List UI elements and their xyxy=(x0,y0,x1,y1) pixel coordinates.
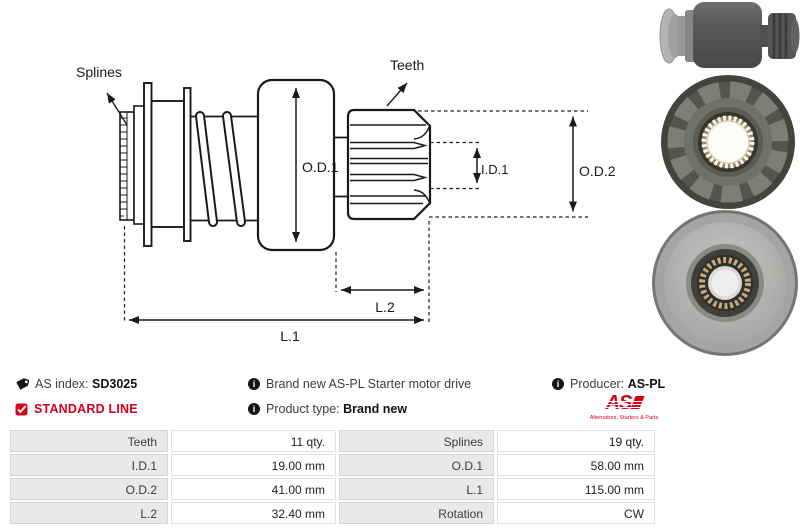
as-index-label: AS index: xyxy=(35,377,89,391)
producer-value: AS-PL xyxy=(627,377,666,391)
spec-label-od2: O.D.2 xyxy=(10,478,168,500)
dim-label-id1: I.D.1 xyxy=(481,162,508,177)
product-photo-gear-front[interactable] xyxy=(661,75,795,209)
spec-label-id1: I.D.1 xyxy=(10,454,168,476)
producer: Producer: AS-PL xyxy=(552,376,665,392)
as-pl-logo-mark: AS xyxy=(603,392,646,414)
product-photo-rear[interactable] xyxy=(652,210,798,356)
product-photo-side[interactable] xyxy=(659,2,800,68)
info-icon xyxy=(248,378,260,390)
standard-line-label: STANDARD LINE xyxy=(34,402,138,416)
producer-label: Producer: xyxy=(570,377,625,391)
product-photos xyxy=(652,2,800,356)
spec-label-od1: O.D.1 xyxy=(339,454,494,476)
product-type-value: Brand new xyxy=(343,402,408,416)
dim-label-l2: L.2 xyxy=(375,299,395,315)
product-type: Product type: Brand new xyxy=(248,401,407,417)
product-description: Brand new AS-PL Starter motor drive xyxy=(248,376,471,392)
spec-value-od2: 41.00 mm xyxy=(171,478,336,500)
info-icon xyxy=(248,403,260,415)
spec-value-l2: 32.40 mm xyxy=(171,502,336,524)
producer-text: Producer: AS-PL xyxy=(570,377,665,391)
spec-label-splines: Splines xyxy=(339,430,494,452)
standard-line-badge: STANDARD LINE xyxy=(15,401,138,417)
dimension-lines xyxy=(106,82,588,324)
spec-label-teeth: Teeth xyxy=(10,430,168,452)
spec-label-l1: L.1 xyxy=(339,478,494,500)
pinion-gear-outline xyxy=(346,108,432,221)
checkbox-checked-icon xyxy=(15,403,28,415)
spec-value-id1: 19.00 mm xyxy=(171,454,336,476)
dim-label-od2: O.D.2 xyxy=(579,163,616,179)
spec-table: Teeth 11 qty. Splines 19 qty. I.D.1 19.0… xyxy=(10,430,655,524)
info-icon xyxy=(552,378,564,390)
spec-label-rotation: Rotation xyxy=(339,502,494,524)
spec-value-teeth: 11 qty. xyxy=(171,430,336,452)
product-description-text: Brand new AS-PL Starter motor drive xyxy=(266,377,472,391)
logo-flag-icon xyxy=(630,396,646,409)
product-type-text: Product type: Brand new xyxy=(266,402,407,416)
dim-label-teeth: Teeth xyxy=(390,57,424,73)
logo-tagline: Alternators, Starters & Parts xyxy=(589,415,659,421)
spec-value-l1: 115.00 mm xyxy=(497,478,655,500)
spec-value-rotation: CW xyxy=(497,502,655,524)
dim-label-od1: O.D.1 xyxy=(302,159,339,175)
dimension-labels: Splines Teeth O.D.1 I.D.1 O.D.2 L.2 L.1 xyxy=(76,57,616,344)
dim-label-l1: L.1 xyxy=(280,328,300,344)
spec-label-l2: L.2 xyxy=(10,502,168,524)
drive-body-outline xyxy=(119,78,348,252)
logo-text: AS xyxy=(605,392,633,414)
as-pl-logo: AS Alternators, Starters & Parts xyxy=(586,392,662,421)
tag-icon xyxy=(16,378,29,390)
technical-drawing: Splines Teeth O.D.1 I.D.1 O.D.2 L.2 L.1 xyxy=(76,57,616,344)
spec-value-od1: 58.00 mm xyxy=(497,454,655,476)
as-index: AS index: SD3025 xyxy=(15,376,137,392)
as-index-value: SD3025 xyxy=(92,377,138,391)
product-type-label: Product type: xyxy=(266,402,340,416)
as-index-text: AS index: SD3025 xyxy=(35,377,137,391)
dim-label-splines: Splines xyxy=(76,64,122,80)
spec-value-splines: 19 qty. xyxy=(497,430,655,452)
